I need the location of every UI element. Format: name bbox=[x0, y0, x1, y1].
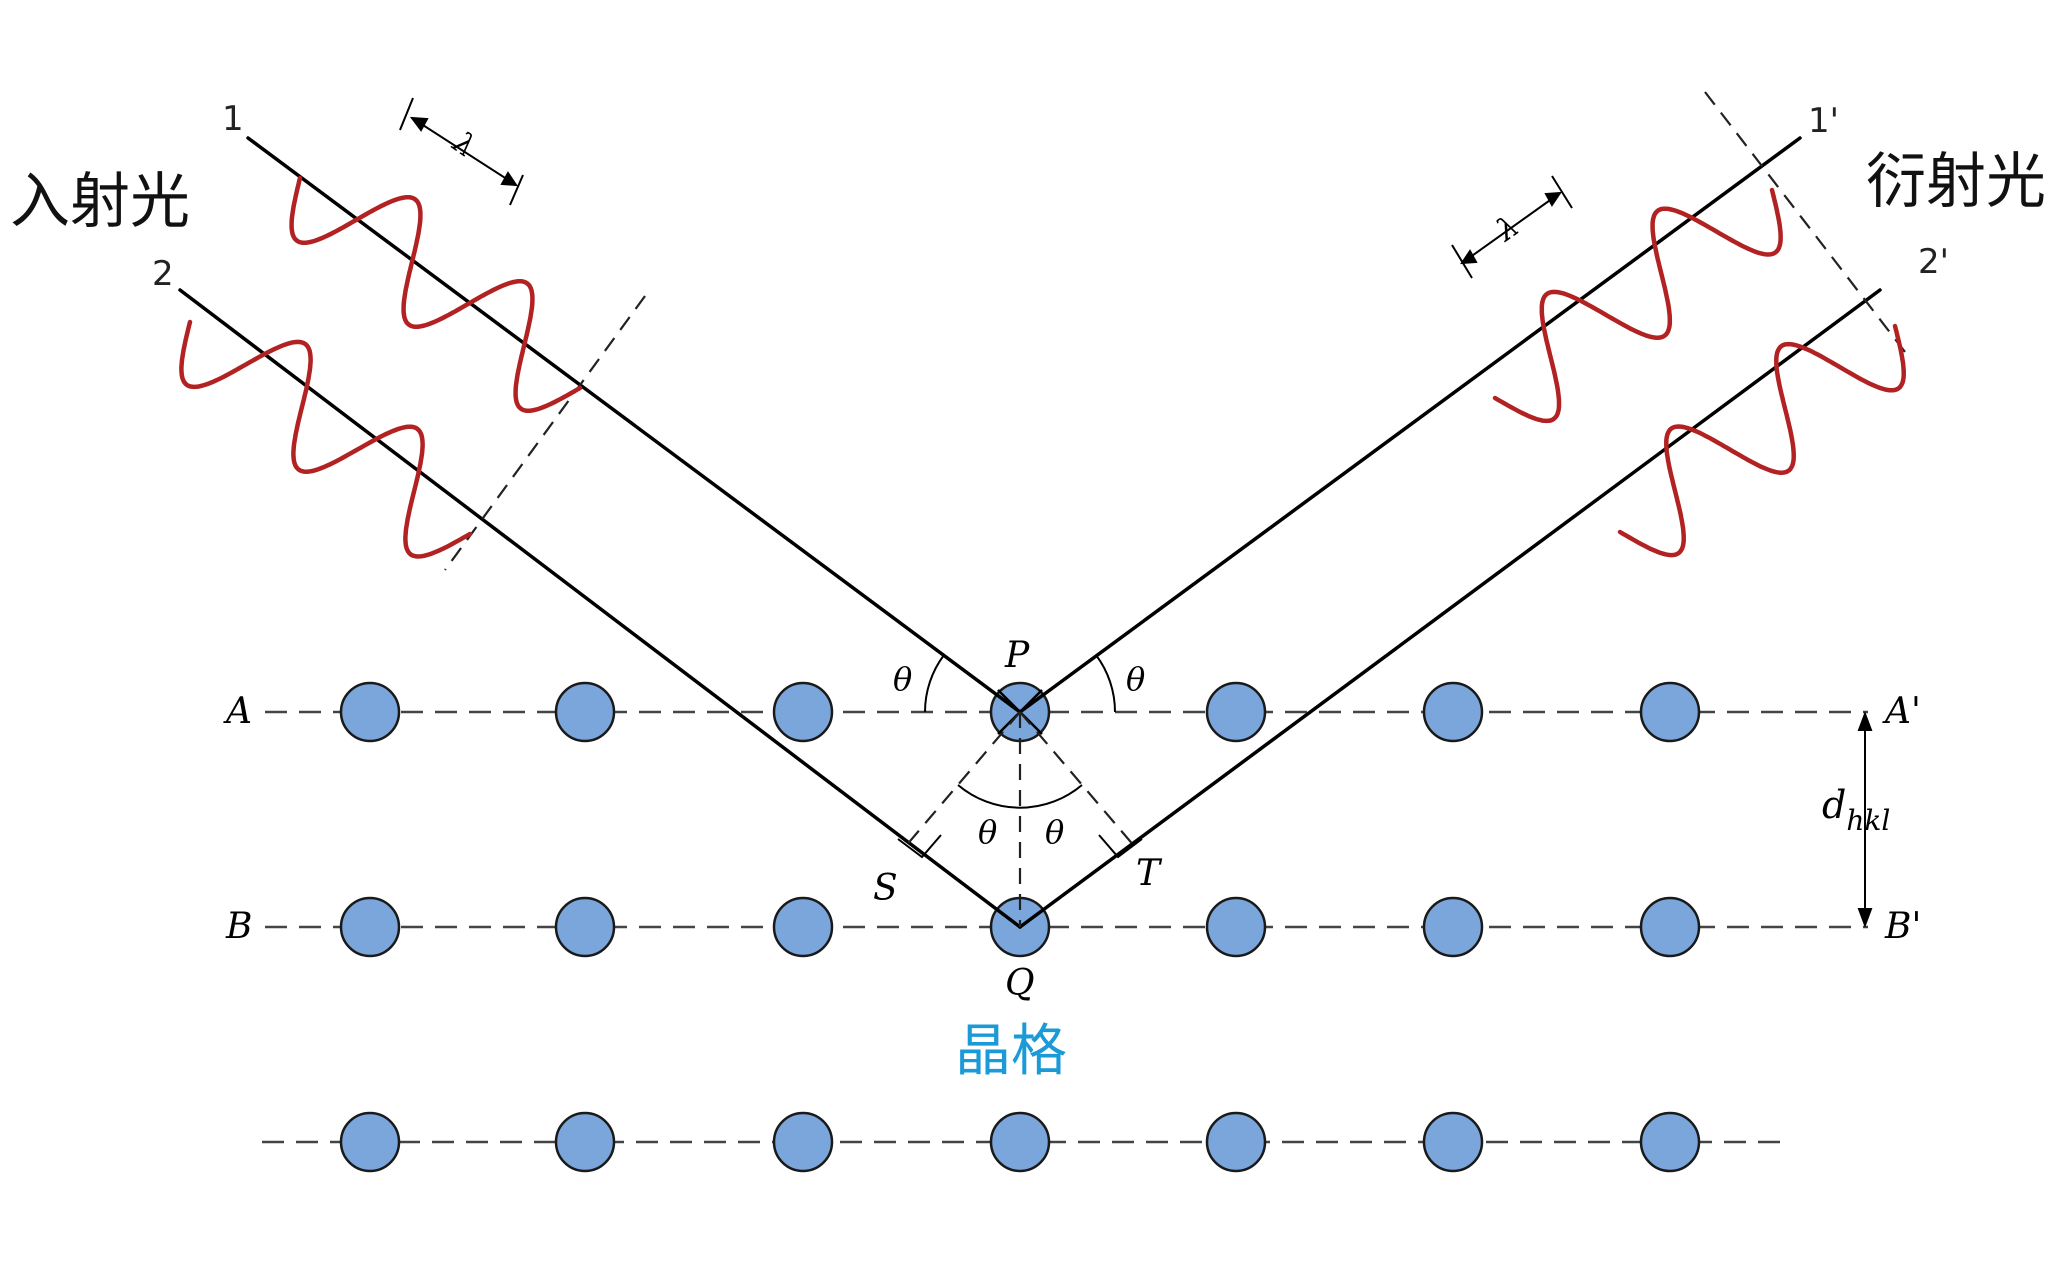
atom bbox=[1422, 896, 1484, 958]
atom bbox=[989, 1111, 1051, 1173]
theta-arc-right bbox=[1095, 654, 1116, 713]
atoms bbox=[339, 681, 1701, 1173]
wavefront-incident bbox=[444, 295, 646, 571]
theta-inner-right-label: θ bbox=[1045, 813, 1064, 851]
atom bbox=[1205, 896, 1267, 958]
ray-2p-label: 2' bbox=[1918, 242, 1949, 282]
d-arrow-head-top bbox=[1857, 711, 1873, 731]
wave-incident-1 bbox=[289, 175, 583, 414]
wave-diffracted-1 bbox=[1492, 187, 1783, 424]
atom bbox=[1205, 1111, 1267, 1173]
lambda-out-head-1 bbox=[1460, 249, 1478, 265]
d-subscript: hkl bbox=[1846, 804, 1890, 837]
ray-1p-label: 1' bbox=[1808, 101, 1839, 141]
theta-arc-inner bbox=[957, 784, 1083, 809]
right-angle-T bbox=[1098, 834, 1143, 859]
point-S-label: S bbox=[873, 868, 898, 909]
plane-B-label: B bbox=[225, 906, 252, 947]
atom bbox=[339, 681, 401, 743]
atom bbox=[772, 1111, 834, 1173]
theta-arc-left bbox=[924, 654, 945, 713]
lambda-out-label: λ bbox=[1489, 209, 1525, 249]
d-spacing-label: dhkl bbox=[1822, 783, 1890, 837]
right-angle-S bbox=[897, 834, 942, 859]
plane-Ap-label: A' bbox=[1882, 691, 1921, 732]
lambda-out-arrow bbox=[1461, 192, 1561, 264]
atom bbox=[1639, 681, 1701, 743]
plane-Bp-label: B' bbox=[1884, 906, 1921, 947]
atom bbox=[772, 681, 834, 743]
lambda-in-tick-1 bbox=[399, 97, 414, 131]
incident-light-label: 入射光 bbox=[10, 167, 190, 237]
angle-arcs bbox=[924, 654, 1116, 809]
d-arrow-head-bottom bbox=[1857, 908, 1873, 928]
right-angle-marks bbox=[897, 834, 1143, 859]
atom bbox=[339, 1111, 401, 1173]
waves bbox=[179, 175, 1906, 559]
diffracted-light-label: 衍射光 bbox=[1866, 147, 2046, 217]
wavefront-diffracted bbox=[1704, 91, 1906, 353]
lambda-out-head-2 bbox=[1544, 191, 1562, 207]
construction-lines bbox=[444, 91, 1906, 927]
atom bbox=[554, 1111, 616, 1173]
point-T-label: T bbox=[1136, 853, 1163, 894]
lambda-out-tick-2 bbox=[1551, 175, 1573, 209]
atom bbox=[1205, 681, 1267, 743]
PS-line bbox=[904, 711, 1021, 848]
plane-A-label: A bbox=[223, 691, 252, 732]
atom bbox=[1422, 1111, 1484, 1173]
atom bbox=[1639, 1111, 1701, 1173]
wave-incident-2 bbox=[179, 319, 473, 559]
lattice-label: 晶格 bbox=[955, 1019, 1067, 1084]
d-spacing-marker bbox=[1857, 711, 1873, 928]
lambda-in-head-2 bbox=[500, 171, 518, 187]
theta-left-label: θ bbox=[893, 660, 912, 698]
ray-2-diffracted bbox=[1018, 288, 1882, 929]
ray-1-incident bbox=[246, 136, 1022, 714]
lambda-in-head-1 bbox=[409, 116, 429, 132]
lambda-in-arrow bbox=[411, 117, 517, 186]
ray-2-label: 2 bbox=[152, 254, 174, 294]
lambda-in-tick-2 bbox=[509, 174, 524, 206]
atom bbox=[1639, 896, 1701, 958]
rays bbox=[178, 136, 1882, 929]
atom bbox=[554, 896, 616, 958]
point-Q-label: Q bbox=[1005, 963, 1035, 1004]
theta-right-label: θ bbox=[1126, 660, 1145, 698]
theta-inner-left-label: θ bbox=[978, 813, 997, 851]
wave-diffracted-2 bbox=[1617, 323, 1906, 558]
atom bbox=[772, 896, 834, 958]
atom bbox=[1422, 681, 1484, 743]
point-P-label: P bbox=[1004, 635, 1030, 676]
d-main: d bbox=[1822, 783, 1846, 827]
text-labels: 入射光 衍射光 晶格 1 2 1' 2' λ λ P Q S T A A' B … bbox=[10, 99, 2046, 1084]
PT-line bbox=[1019, 711, 1136, 848]
ray-2-incident bbox=[178, 288, 1022, 929]
ray-1-label: 1 bbox=[222, 99, 244, 139]
atom bbox=[339, 896, 401, 958]
lambda-markers bbox=[399, 97, 1573, 279]
atom bbox=[554, 681, 616, 743]
ray-1-diffracted bbox=[1018, 136, 1802, 714]
